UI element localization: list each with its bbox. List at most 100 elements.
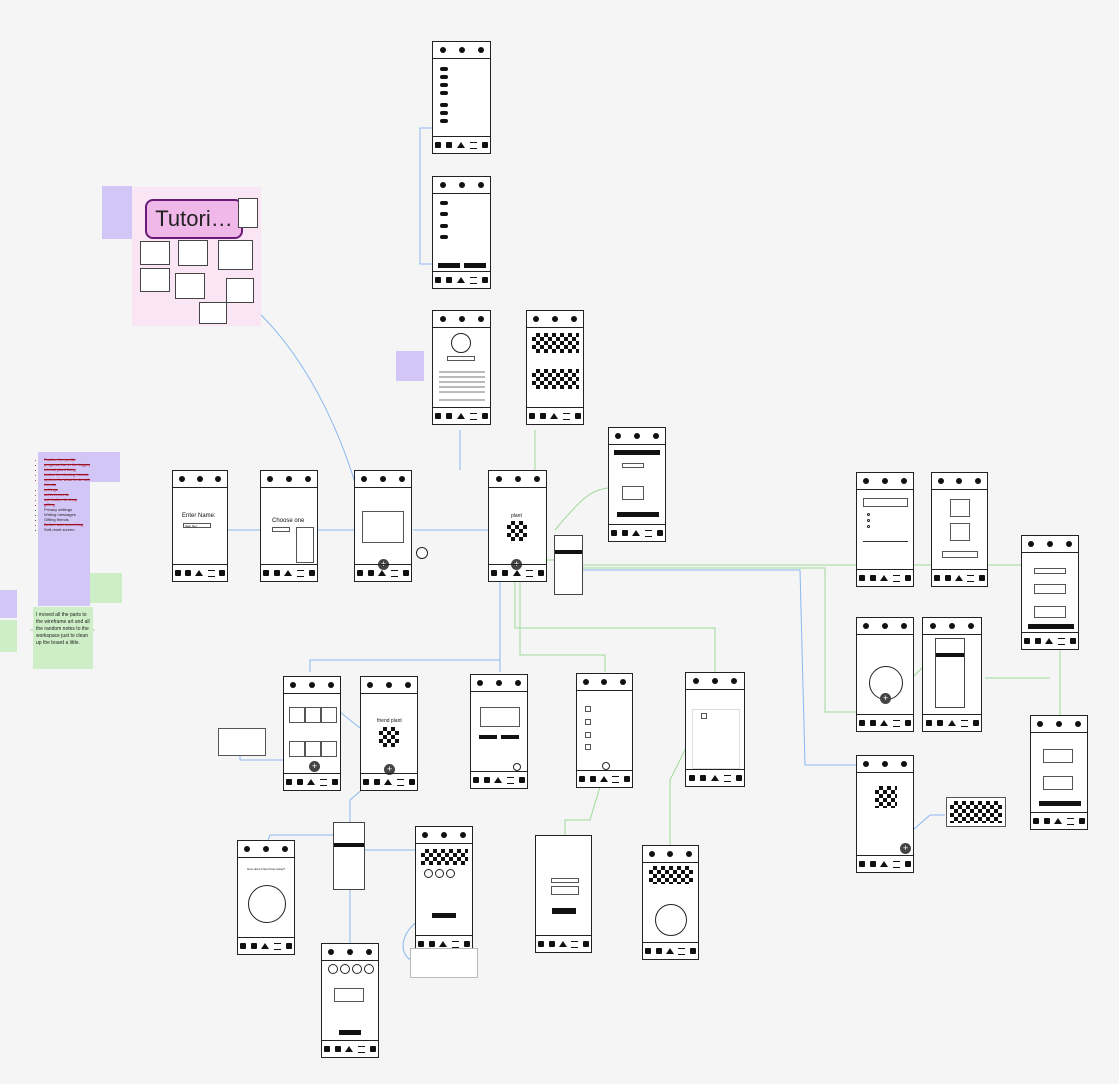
toggle-switch[interactable] — [440, 111, 448, 115]
people-icon[interactable] — [435, 413, 442, 419]
list-icon[interactable] — [469, 276, 477, 284]
people-icon[interactable] — [859, 720, 866, 726]
people-icon[interactable] — [175, 570, 182, 576]
profile-icon[interactable] — [328, 949, 335, 955]
notification-icon[interactable] — [685, 851, 692, 857]
shop-icon[interactable] — [308, 570, 315, 576]
add-button[interactable]: + — [880, 693, 891, 704]
notification-icon[interactable] — [968, 623, 975, 629]
notification-icon[interactable] — [304, 476, 311, 482]
shop-icon[interactable] — [972, 720, 979, 726]
notification-icon[interactable] — [281, 846, 288, 852]
friend-card[interactable] — [305, 707, 321, 723]
people-icon[interactable] — [240, 943, 247, 949]
friends-icon[interactable] — [881, 623, 888, 629]
tab-bar[interactable] — [614, 450, 660, 455]
people-icon[interactable] — [859, 575, 866, 581]
toggle-switch[interactable] — [440, 201, 448, 205]
list-icon[interactable] — [563, 412, 571, 420]
notification-icon[interactable] — [900, 478, 907, 484]
friend-menu[interactable] — [333, 822, 365, 890]
gift-option[interactable] — [424, 869, 433, 878]
shop-icon[interactable] — [408, 779, 415, 785]
profile-icon[interactable] — [1028, 541, 1035, 547]
journal-icon[interactable] — [296, 779, 303, 785]
send-gift-button[interactable] — [432, 913, 456, 918]
home-icon[interactable] — [558, 941, 567, 947]
toggle-switch[interactable] — [440, 75, 448, 79]
shop-icon[interactable] — [1069, 638, 1076, 644]
people-icon[interactable] — [418, 941, 425, 947]
profile-icon[interactable] — [863, 478, 870, 484]
notification-icon[interactable] — [570, 316, 577, 322]
profile-icon[interactable] — [439, 47, 446, 53]
save-button[interactable] — [552, 908, 576, 914]
journal-icon[interactable] — [446, 142, 453, 148]
profile-icon[interactable] — [477, 680, 484, 686]
journal-icon[interactable] — [869, 575, 876, 581]
shop-icon[interactable] — [582, 941, 589, 947]
shop-icon[interactable] — [904, 720, 911, 726]
list-icon[interactable] — [525, 569, 533, 577]
home-icon[interactable] — [1045, 638, 1054, 644]
people-icon[interactable] — [435, 277, 442, 283]
home-icon[interactable] — [456, 413, 465, 419]
toggle-switch[interactable] — [440, 91, 448, 95]
friends-icon[interactable] — [458, 182, 465, 188]
list-icon[interactable] — [678, 947, 686, 955]
toggle-switch[interactable] — [440, 235, 448, 239]
people-icon[interactable] — [491, 570, 498, 576]
profile-icon[interactable] — [367, 682, 374, 688]
checkbox[interactable] — [585, 744, 591, 750]
friend-card[interactable] — [305, 741, 321, 757]
list-icon[interactable] — [960, 719, 968, 727]
journal-card[interactable] — [480, 707, 520, 727]
message-box[interactable] — [622, 486, 644, 500]
journal-icon[interactable] — [502, 570, 509, 576]
shop-icon[interactable] — [689, 948, 696, 954]
shop-icon[interactable] — [1078, 818, 1085, 824]
friends-icon[interactable] — [948, 623, 955, 629]
journal-icon[interactable] — [621, 530, 628, 536]
log-input[interactable] — [1034, 584, 1066, 594]
list-icon[interactable] — [645, 529, 653, 537]
gallery-image[interactable] — [532, 333, 579, 353]
message-input[interactable] — [334, 988, 364, 1002]
list-icon[interactable] — [297, 569, 305, 577]
submit-button[interactable] — [617, 512, 659, 517]
journal-icon[interactable] — [273, 570, 280, 576]
home-icon[interactable] — [947, 720, 956, 726]
shop-icon[interactable] — [218, 570, 225, 576]
image-placeholder[interactable] — [950, 499, 970, 517]
journal-icon[interactable] — [334, 1046, 341, 1052]
list-icon[interactable] — [723, 774, 731, 782]
journal-icon[interactable] — [869, 861, 876, 867]
list-icon[interactable] — [571, 940, 579, 948]
profile-icon[interactable] — [439, 182, 446, 188]
journal-icon[interactable] — [367, 570, 374, 576]
shop-icon[interactable] — [331, 779, 338, 785]
list-icon[interactable] — [893, 574, 901, 582]
home-icon[interactable] — [456, 277, 465, 283]
profile-icon[interactable] — [422, 832, 429, 838]
list-icon[interactable] — [397, 778, 405, 786]
list-icon[interactable] — [893, 860, 901, 868]
friends-icon[interactable] — [881, 761, 888, 767]
journal-icon[interactable] — [428, 941, 435, 947]
shop-icon[interactable] — [463, 941, 470, 947]
profile-icon[interactable] — [267, 476, 274, 482]
calendar-grid[interactable] — [692, 709, 740, 769]
friend-card[interactable] — [321, 741, 337, 757]
journal-icon[interactable] — [548, 941, 555, 947]
watering-can-icon[interactable] — [416, 547, 428, 559]
shop-icon[interactable] — [574, 413, 581, 419]
profile-icon[interactable] — [929, 623, 936, 629]
add-friend-popup[interactable] — [218, 728, 266, 756]
friends-icon[interactable] — [440, 832, 447, 838]
tutorial-label[interactable]: Tutori… — [145, 199, 243, 239]
journal-input[interactable] — [1043, 749, 1073, 763]
journal-icon[interactable] — [250, 943, 257, 949]
journal-icon[interactable] — [539, 413, 546, 419]
home-icon[interactable] — [710, 775, 719, 781]
notification-icon[interactable] — [731, 678, 738, 684]
